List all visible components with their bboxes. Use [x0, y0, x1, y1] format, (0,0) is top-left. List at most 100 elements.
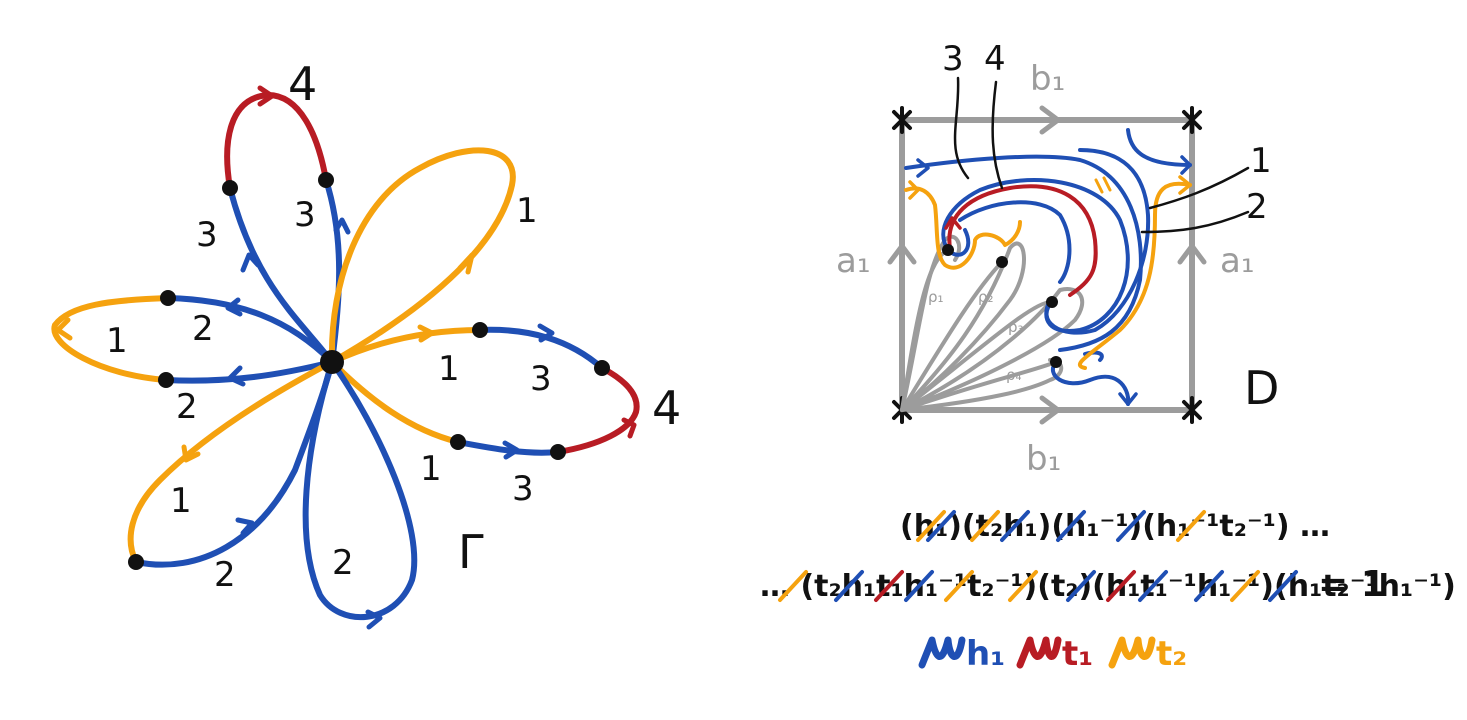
label-b1-bottom: b₁: [1026, 439, 1061, 479]
petal-bottom-blue: [302, 359, 418, 621]
petal-upper-right-orange: [328, 147, 516, 365]
arrow-lower-left-blue: [235, 517, 255, 536]
arrow-right-lower-blue: [502, 440, 520, 460]
label-rho-1: ρ₁: [928, 288, 944, 306]
petal-lower-left-orange: [127, 359, 335, 565]
arrow-left-top: [225, 297, 243, 317]
petal-right-red: [555, 365, 640, 455]
arrow-b1-bottom: [1039, 395, 1061, 425]
vertex: [472, 322, 488, 338]
relation: (h₁)(t₂h₁)(h₁⁻¹)(h₁⁻¹t₂⁻¹) … … (t₂h₁t₁h₁…: [760, 509, 1456, 605]
label-rho-3: ρ₃: [1008, 318, 1024, 336]
disk-name: D: [1244, 361, 1279, 415]
graph-vertices: [128, 172, 610, 570]
label-left-top: 2: [192, 309, 214, 349]
label-right-1: 1: [1250, 141, 1272, 181]
legend-swatch-red: [1016, 636, 1062, 669]
disk-d: [887, 76, 1250, 425]
arrow-bottom: [365, 609, 383, 630]
petal-left-orange: [51, 295, 171, 383]
label-b1-top: b₁: [1030, 59, 1065, 99]
label-right-lower-1: 1: [420, 449, 442, 489]
label-a1-left: a₁: [836, 241, 870, 281]
label-top-3: 3: [942, 39, 964, 79]
arrow-right-upper-blue: [537, 323, 555, 343]
arrow-top-left: [240, 252, 261, 273]
vertex: [222, 180, 238, 196]
arrow-right-red: [621, 417, 637, 439]
legend-item-t1: t₁: [1016, 634, 1093, 674]
label-right-2: 2: [1246, 187, 1268, 227]
label-a1-right: a₁: [1220, 241, 1254, 281]
puncture: [1046, 296, 1058, 308]
arrow-top-red: [257, 85, 275, 107]
label-lower-left-lower: 2: [214, 555, 236, 595]
vertex: [318, 172, 334, 188]
vertex: [160, 290, 176, 306]
arrow-lower-left-orange: [181, 444, 201, 463]
legend: h₁ t₁ t₂: [918, 634, 1187, 674]
puncture: [942, 244, 954, 256]
label-top-right: 3: [294, 195, 316, 235]
vertex: [450, 434, 466, 450]
label-left-bottom: 2: [176, 387, 198, 427]
orange-curves: [904, 181, 1192, 370]
arrow-left-bottom: [227, 365, 246, 387]
relation-equals: = 1: [1318, 564, 1386, 605]
arrow-left-orange: [55, 317, 73, 341]
graph-labels: 4 3 3 1 1 2 2 1 3 4 1 3 1 2 2 Γ: [106, 57, 681, 595]
legend-label-h1: h₁: [966, 634, 1005, 674]
disk-labels: b₁ b₁ a₁ a₁ ρ₁ ρ₂ ρ₃ ρ₄ 3 4 1 2 D: [836, 39, 1279, 479]
label-lower-left-upper: 1: [170, 481, 192, 521]
petal-top-left-blue: [227, 185, 335, 365]
petal-right-lower-blue: [455, 439, 561, 456]
puncture: [996, 256, 1008, 268]
arrow-b1-top: [1039, 105, 1061, 135]
legend-item-h1: h₁: [918, 634, 1005, 674]
vertex: [158, 372, 174, 388]
petal-right-upper-orange: [329, 327, 483, 365]
arrow-upper-right: [457, 252, 475, 275]
label-top-tip: 4: [288, 57, 317, 111]
petal-right-lower-orange: [329, 359, 461, 445]
label-bottom: 2: [332, 543, 354, 583]
arrow-a1-left: [887, 243, 917, 265]
legend-label-t1: t₁: [1062, 634, 1093, 674]
label-rho-4: ρ₄: [1006, 366, 1022, 384]
vertex: [550, 444, 566, 460]
rho-arcs: [900, 234, 1085, 412]
vertex: [594, 360, 610, 376]
label-rho-2: ρ₂: [978, 288, 994, 306]
blue-curves: [904, 128, 1192, 406]
vertex: [128, 554, 144, 570]
label-top-4: 4: [984, 39, 1006, 79]
label-right-upper-1: 1: [438, 349, 460, 389]
legend-item-t2: t₂: [1108, 634, 1187, 674]
legend-swatch-orange: [1108, 636, 1156, 669]
legend-swatch-blue: [918, 636, 966, 669]
graph-name: Γ: [458, 525, 484, 579]
arrow-a1-right: [1177, 243, 1207, 265]
pointer-lines: [953, 76, 1250, 234]
label-right-lower-3: 3: [512, 469, 534, 509]
disk-points: [942, 244, 1062, 368]
relation-line-1: (h₁)(t₂h₁)(h₁⁻¹)(h₁⁻¹t₂⁻¹) …: [900, 509, 1330, 544]
red-curve: [947, 184, 1098, 297]
arrow-top-right: [333, 217, 351, 235]
petal-lower-left-blue: [133, 359, 335, 568]
petal-left-bottom-blue: [163, 359, 335, 384]
label-right-tip: 4: [652, 381, 681, 435]
tick-mark: [1094, 176, 1112, 194]
puncture: [1050, 356, 1062, 368]
petal-left-top-blue: [165, 295, 335, 365]
legend-label-t2: t₂: [1156, 634, 1187, 674]
arrow-right-upper-orange: [417, 324, 435, 343]
central-vertex: [320, 350, 344, 374]
label-upper-right: 1: [516, 191, 538, 231]
label-right-upper-3: 3: [530, 359, 552, 399]
relation-strikes: [778, 510, 1298, 602]
label-top-left: 3: [196, 215, 218, 255]
disk-boundary: [899, 117, 1195, 413]
label-left-tip: 1: [106, 321, 128, 361]
